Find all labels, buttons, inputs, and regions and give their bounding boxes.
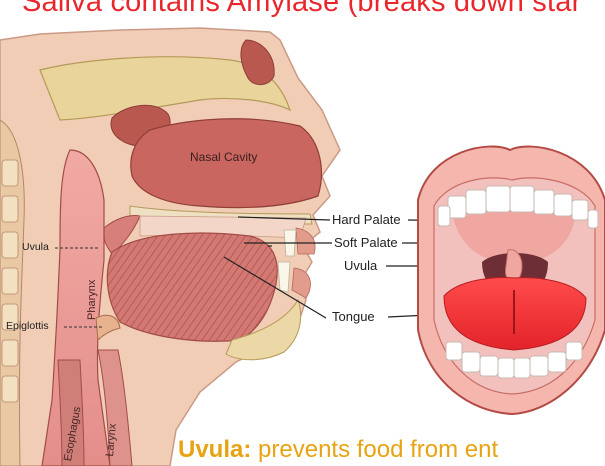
label-pharynx: Pharynx xyxy=(86,280,98,320)
label-tongue: Tongue xyxy=(332,309,375,324)
label-uvula: Uvula xyxy=(344,258,377,273)
label-hard-palate: Hard Palate xyxy=(332,212,401,227)
bottom-caption-term: Uvula: xyxy=(178,436,251,463)
label-uvula-left: Uvula xyxy=(22,241,49,253)
label-nasal-cavity: Nasal Cavity xyxy=(190,150,257,164)
sagittal-head-section xyxy=(0,28,340,466)
vertebrae xyxy=(2,160,18,402)
label-soft-palate: Soft Palate xyxy=(334,235,398,250)
tongue-side-view xyxy=(107,233,277,341)
label-epiglottis: Epiglottis xyxy=(6,320,49,332)
lower-incisor xyxy=(278,262,290,292)
top-caption: Saliva contains Amylase (breaks down sta… xyxy=(22,0,581,19)
open-mouth-view xyxy=(418,147,605,414)
bottom-caption: Uvula: prevents food from ent xyxy=(178,436,498,464)
bottom-caption-text: prevents food from ent xyxy=(251,436,498,463)
